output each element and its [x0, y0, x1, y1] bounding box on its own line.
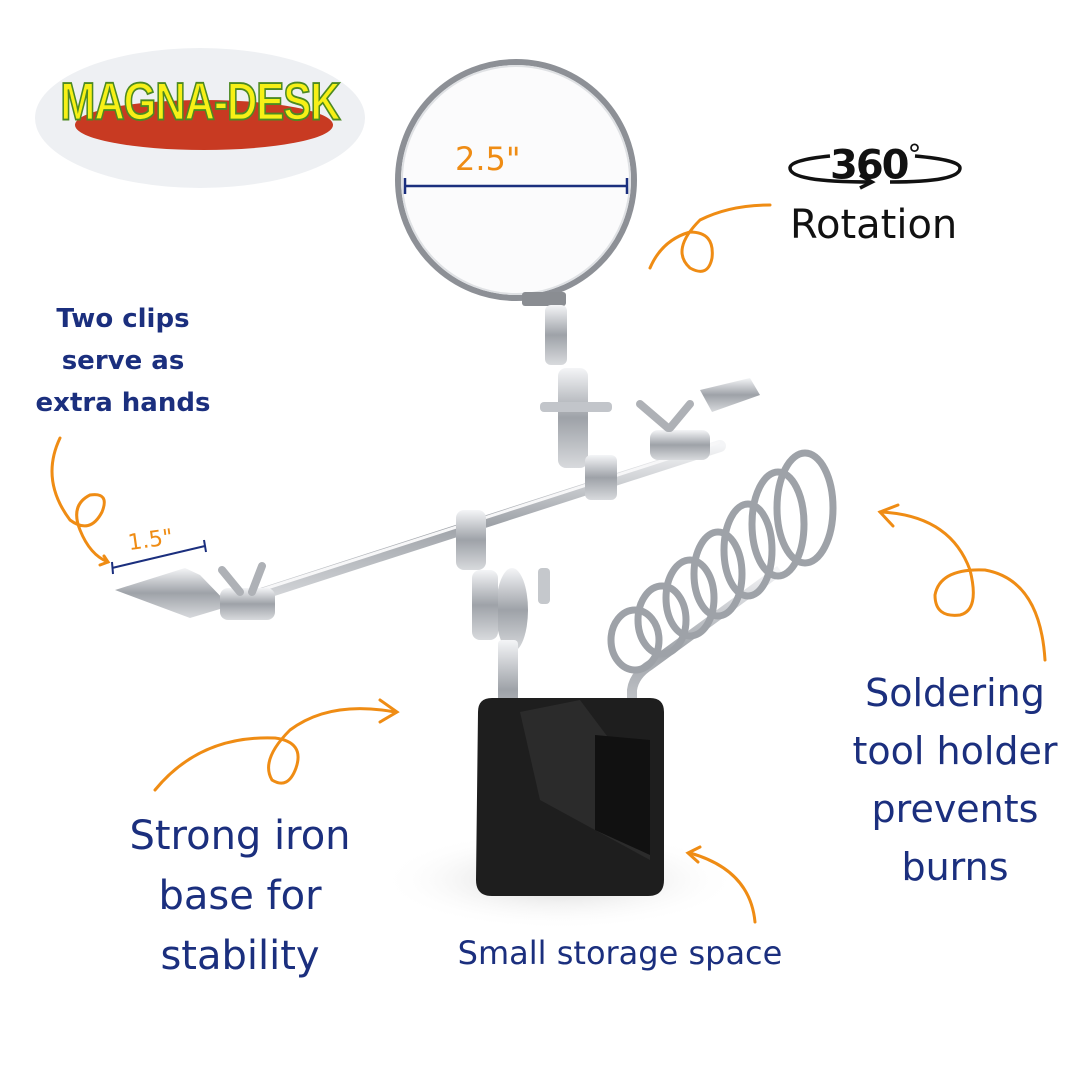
clips-arrow [50, 436, 110, 564]
callout-line: serve as [61, 346, 185, 376]
callout-line: Two clips [56, 304, 190, 334]
callout-line: stability [160, 933, 320, 979]
storage-arrow [688, 851, 757, 924]
right-clip-joint [650, 430, 710, 460]
callout-line: tool holder [852, 729, 1058, 773]
clip-dimension-line [111, 545, 206, 569]
callout-clips: Two clips serve as extra hands [28, 298, 218, 424]
magnifier-lens [395, 59, 637, 301]
rotation-degrees: 360° [830, 138, 922, 189]
callout-line: Soldering [865, 671, 1045, 715]
right-alligator-clip [700, 378, 760, 412]
logo-text: MAGNA-DESK [60, 71, 342, 132]
lens-mount [522, 292, 566, 306]
brand-logo: MAGNA-DESK [35, 48, 365, 188]
magnifier-joint [558, 368, 588, 468]
center-joint [456, 510, 486, 570]
callout-line: prevents [871, 787, 1039, 831]
base-arrow [153, 707, 397, 792]
solder-arrow [878, 510, 1047, 662]
soldering-spring [607, 449, 837, 674]
rotation-arrow [648, 203, 772, 273]
magnifier-diameter-label: 2.5" [455, 140, 521, 178]
callout-line: Strong iron [129, 813, 351, 859]
callout-storage: Small storage space [457, 934, 783, 972]
callout-line: burns [901, 845, 1009, 889]
rotation-value: 360 [830, 142, 909, 189]
left-alligator-clip [115, 568, 230, 618]
callout-line: extra hands [35, 388, 211, 418]
degree-symbol: ° [907, 138, 922, 171]
rotation-arrow-icon [788, 154, 962, 190]
logo-red-ellipse [75, 100, 333, 150]
rotation-label: Rotation [790, 202, 958, 248]
callout-line: base for [158, 873, 322, 919]
callout-solder-holder: Soldering tool holder prevents burns [830, 664, 1080, 896]
callout-base: Strong iron base for stability [110, 806, 370, 986]
